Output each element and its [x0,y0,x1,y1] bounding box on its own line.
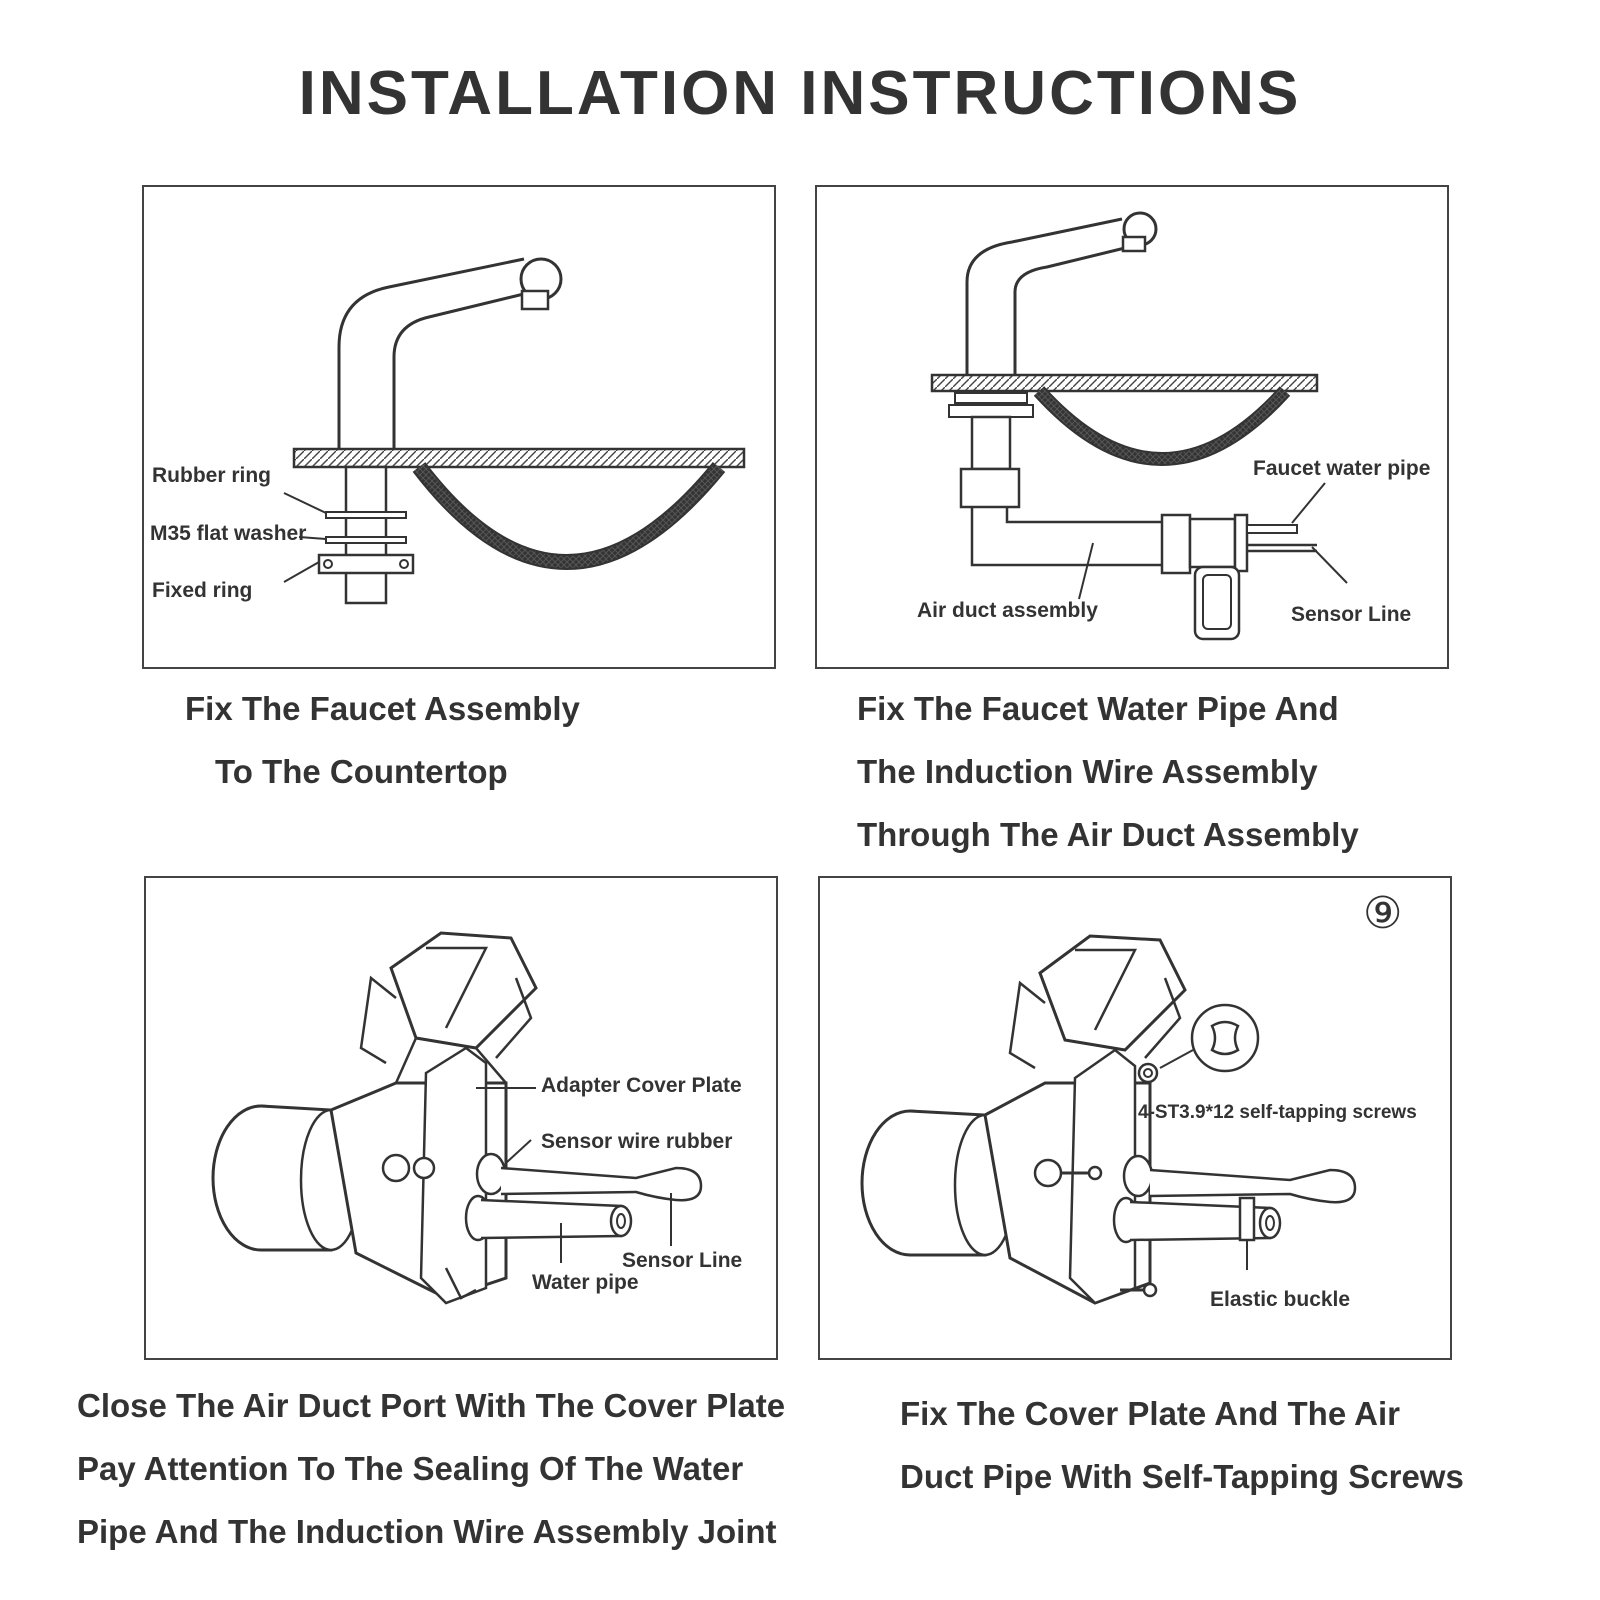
caption-line: Fix The Faucet Water Pipe And [857,690,1339,727]
caption-line: The Induction Wire Assembly [857,753,1318,790]
label-elastic-buckle: Elastic buckle [1210,1288,1351,1311]
caption-line: To The Countertop [215,753,508,790]
caption-step-3: Close The Air Duct Port With The Cover P… [77,1374,785,1563]
label-rubber-ring: Rubber ring [152,464,271,487]
diagram-panel-faucet-assembly: Rubber ring M35 flat washer Fixed ring [142,185,776,669]
caption-line: Close The Air Duct Port With The Cover P… [77,1387,786,1424]
page-title: INSTALLATION INSTRUCTIONS [298,59,1302,128]
label-sensor-wire-rubber: Sensor wire rubber [541,1130,733,1153]
label-sensor-line: Sensor Line [622,1249,743,1272]
caption-step-1: Fix The Faucet Assembly To The Counterto… [185,677,580,803]
self-tapping-screws-drawing [860,934,1357,1305]
step-number-marker: ⑨ [1363,889,1403,938]
label-sensor-line: Sensor Line [1291,603,1412,626]
label-faucet-water-pipe: Faucet water pipe [1253,457,1431,480]
caption-step-2: Fix The Faucet Water Pipe And The Induct… [857,677,1359,866]
caption-line: Pay Attention To The Sealing Of The Wate… [77,1450,744,1487]
label-m35-flat-washer: M35 flat washer [150,522,307,545]
label-air-duct-assembly: Air duct assembly [917,599,1098,622]
caption-line: Duct Pipe With Self-Tapping Screws [900,1458,1464,1495]
air-duct-drawing [930,211,1348,641]
faucet-countertop-drawing [283,257,746,605]
label-fixed-ring: Fixed ring [152,579,253,602]
caption-line: Through The Air Duct Assembly [857,816,1359,853]
caption-line: Fix The Faucet Assembly [185,690,580,727]
diagram-panel-cover-plate: Adapter Cover Plate Sensor wire rubber S… [144,876,778,1360]
cover-plate-drawing [211,931,703,1305]
caption-step-4: Fix The Cover Plate And The Air Duct Pip… [900,1382,1464,1508]
diagram-panel-air-duct: Faucet water pipe Air duct assembly Sens… [815,185,1449,669]
caption-line: Pipe And The Induction Wire Assembly Joi… [77,1513,777,1550]
label-adapter-cover-plate: Adapter Cover Plate [541,1074,742,1097]
label-water-pipe: Water pipe [532,1271,639,1294]
diagram-panel-screws: ⑨ 4-ST3.9*12 self-tapping screws Elastic… [818,876,1452,1360]
caption-line: Fix The Cover Plate And The Air [900,1395,1400,1432]
label-self-tapping-screws: 4-ST3.9*12 self-tapping screws [1138,1102,1417,1123]
